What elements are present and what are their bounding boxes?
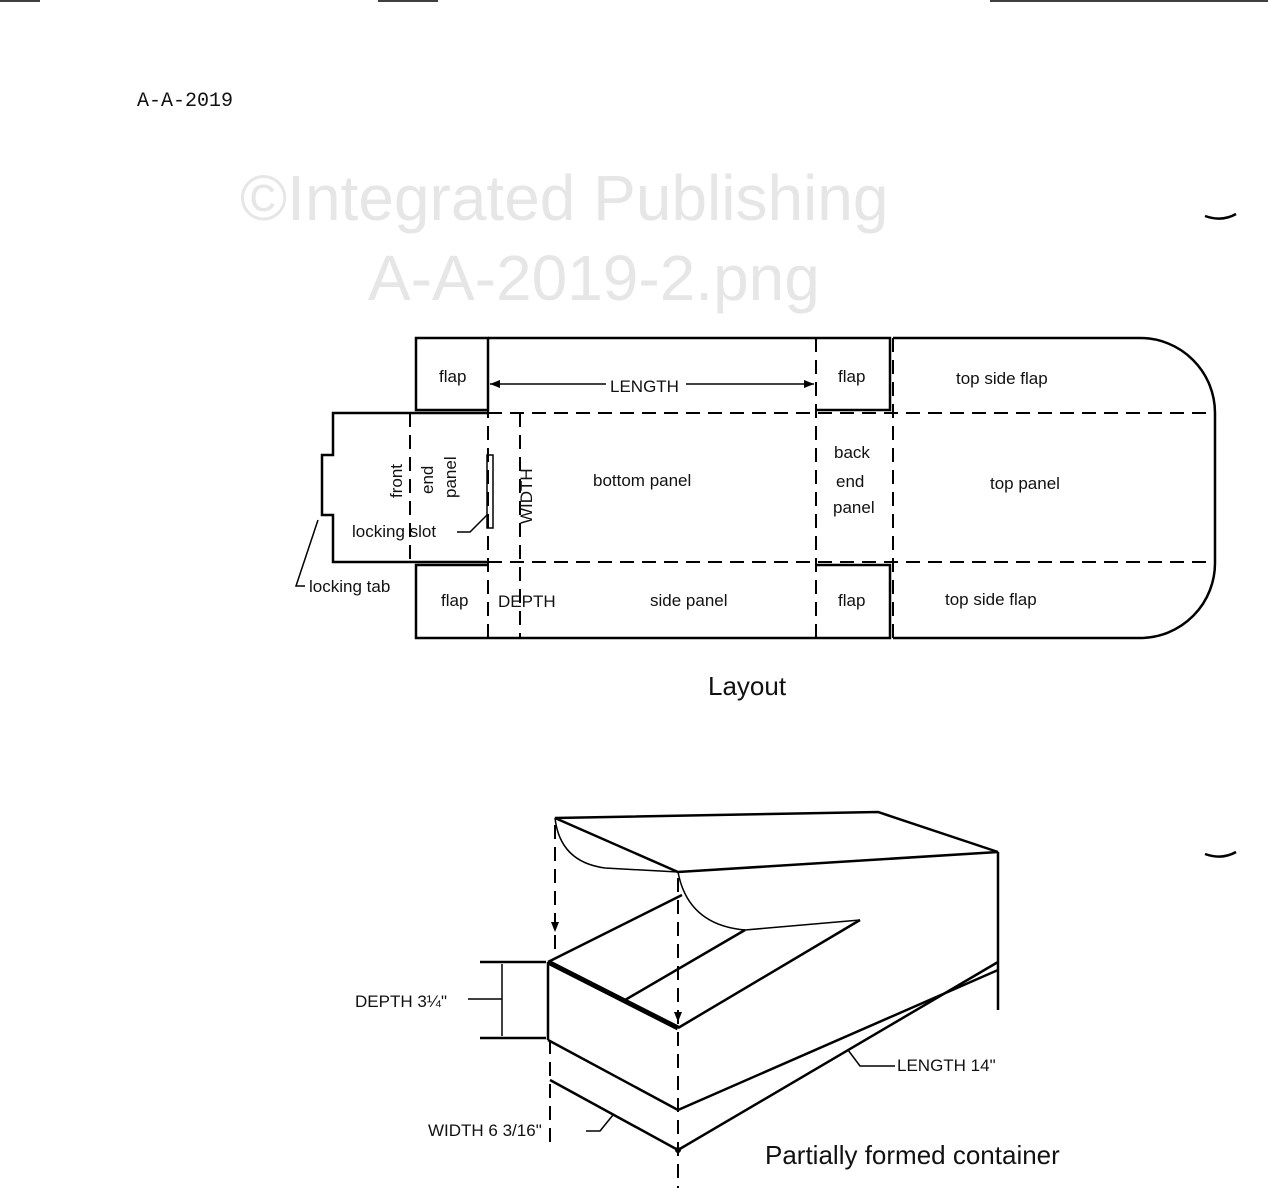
label-flap-top-right: flap	[838, 367, 865, 386]
label-top-side-flap-lower: top side flap	[945, 590, 1037, 609]
label-side-panel: side panel	[650, 591, 728, 610]
length-dimension-label: LENGTH 14"	[897, 1056, 996, 1075]
watermark-line2: A-A-2019-2.png	[368, 242, 820, 314]
label-end: end	[418, 466, 437, 494]
container-caption: Partially formed container	[765, 1140, 1060, 1170]
label-width: WIDTH	[517, 468, 536, 524]
label-back-panel: panel	[833, 498, 875, 517]
label-back-end: end	[836, 472, 864, 491]
label-flap-bottom-right: flap	[838, 591, 865, 610]
label-panel: panel	[441, 456, 460, 498]
watermark-line1: ©Integrated Publishing	[240, 162, 888, 234]
scan-edge-marks	[0, 0, 1268, 858]
label-back: back	[834, 443, 870, 462]
label-depth: DEPTH	[498, 592, 556, 611]
label-top-panel: top panel	[990, 474, 1060, 493]
label-front: front	[387, 464, 406, 498]
label-length: LENGTH	[610, 377, 679, 396]
layout-diagram	[294, 336, 1217, 640]
width-dimension-label: WIDTH 6 3/16"	[428, 1121, 542, 1140]
label-flap-bottom-left: flap	[441, 591, 468, 610]
container-drawing	[468, 810, 1000, 1188]
label-flap-top-left: flap	[439, 367, 466, 386]
depth-dimension-label: DEPTH 3¼"	[355, 992, 447, 1011]
label-locking-tab: locking tab	[309, 577, 390, 596]
label-locking-slot: locking slot	[352, 522, 436, 541]
layout-caption: Layout	[708, 671, 787, 701]
document-id: A-A-2019	[137, 90, 233, 113]
label-bottom-panel: bottom panel	[593, 471, 691, 490]
label-top-side-flap-upper: top side flap	[956, 369, 1048, 388]
